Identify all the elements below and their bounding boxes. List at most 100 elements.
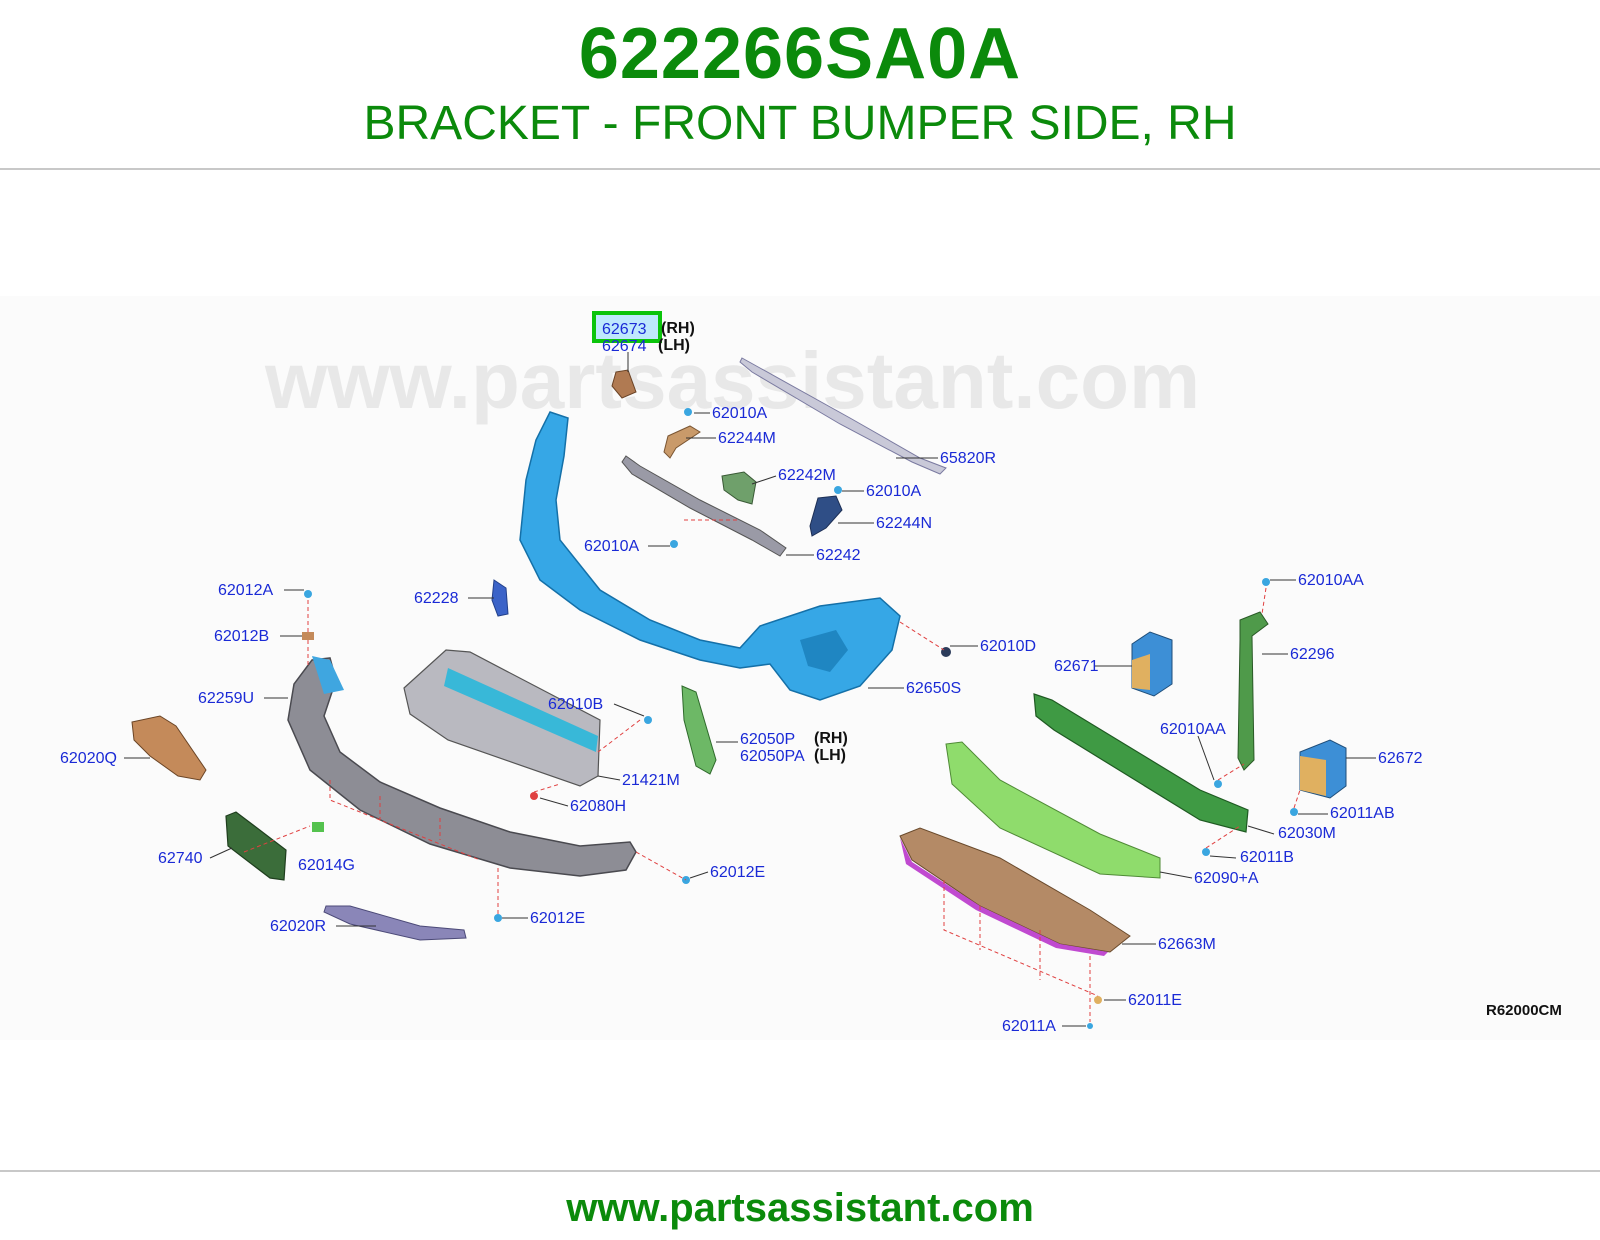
rail-62242-shape <box>621 455 787 557</box>
bracket-62242m-shape <box>721 471 757 505</box>
clip-62010a-3 <box>670 540 678 548</box>
bracket-62671-face <box>1132 654 1150 690</box>
part-description: BRACKET - FRONT BUMPER SIDE, RH <box>363 97 1237 150</box>
parts-diagram: www.partsassistant.com <box>0 296 1600 1040</box>
assembly-line-5 <box>243 825 311 853</box>
part-62228-shape <box>491 579 509 617</box>
callout-62012e-1[interactable]: 62012E <box>710 864 765 881</box>
callout-62010a-1[interactable]: 62010A <box>712 405 767 422</box>
callout-62050p[interactable]: 62050P <box>740 731 795 748</box>
callout-62010aa-2[interactable]: 62010AA <box>1160 721 1226 738</box>
under-cover-62663m-shape <box>899 827 1131 953</box>
callout-62011a[interactable]: 62011A <box>1002 1018 1056 1035</box>
callout-62030m[interactable]: 62030M <box>1278 825 1336 842</box>
assembly-line-2 <box>533 719 641 793</box>
reference-code: R62000CM <box>1486 1002 1562 1019</box>
parts-diagram-svg: www.partsassistant.com <box>60 311 1562 1035</box>
clip-62080h <box>530 792 538 800</box>
clip-62010b <box>644 716 652 724</box>
bracket-62673-shape <box>611 369 637 399</box>
bracket-62672-face <box>1300 756 1326 796</box>
watermark: www.partsassistant.com <box>264 336 1200 425</box>
callout-62674[interactable]: 62674 <box>602 338 647 355</box>
callout-62012a[interactable]: 62012A <box>218 582 273 599</box>
callout-62242[interactable]: 62242 <box>816 547 861 564</box>
bracket-62244n-shape <box>809 495 843 537</box>
clip-62011e <box>1094 996 1102 1004</box>
clip-62010a-2 <box>834 486 842 494</box>
header-divider <box>0 168 1600 170</box>
callout-62010d[interactable]: 62010D <box>980 638 1036 655</box>
deflector-21421m-shape <box>403 649 601 787</box>
callout-62050p-side: (RH) <box>814 730 848 747</box>
clip-62011b <box>1202 848 1210 856</box>
footer-url[interactable]: www.partsassistant.com <box>566 1186 1034 1230</box>
callout-62671[interactable]: 62671 <box>1054 658 1099 675</box>
callout-62674-side: (LH) <box>658 337 690 354</box>
lower-bumper-tab <box>312 656 344 694</box>
callout-62296[interactable]: 62296 <box>1290 646 1335 663</box>
callout-62672[interactable]: 62672 <box>1378 750 1423 767</box>
callout-62011ab[interactable]: 62011AB <box>1330 805 1395 822</box>
assembly-line-3 <box>899 621 945 651</box>
callout-62259u[interactable]: 62259U <box>198 690 254 707</box>
bracket-62244m-shape <box>663 425 701 459</box>
callout-62010a-2[interactable]: 62010A <box>866 483 921 500</box>
callout-62673[interactable]: 62673 <box>602 321 647 338</box>
deflector-21421m-strip <box>444 668 598 752</box>
callout-62010a-3[interactable]: 62010A <box>584 538 639 555</box>
leader-lines <box>124 352 1376 1027</box>
beam-62030m-shape <box>1033 693 1249 833</box>
callout-21421m[interactable]: 21421M <box>622 772 680 789</box>
callout-62080h[interactable]: 62080H <box>570 798 626 815</box>
clip-62012a <box>304 590 312 598</box>
callout-62010b[interactable]: 62010B <box>548 696 603 713</box>
bracket-62296-shape <box>1237 611 1269 771</box>
callout-62663m[interactable]: 62663M <box>1158 936 1216 953</box>
assembly-line-8 <box>943 880 1099 1022</box>
callout-62740[interactable]: 62740 <box>158 850 203 867</box>
callout-62244m[interactable]: 62244M <box>718 430 776 447</box>
strip-62020r-shape <box>323 905 467 941</box>
callout-62650s[interactable]: 62650S <box>906 680 961 697</box>
bumper-cover-opening <box>800 630 848 672</box>
bracket-62020q-shape <box>131 715 207 781</box>
license-bracket-62740-shape <box>225 811 287 881</box>
callout-62012b[interactable]: 62012B <box>214 628 269 645</box>
callout-62011b[interactable]: 62011B <box>1240 849 1294 866</box>
clip-62014g <box>312 822 324 832</box>
assembly-line-4 <box>497 851 687 914</box>
highlight-box <box>592 311 662 343</box>
clip-62010a-1 <box>684 408 692 416</box>
callout-62050pa-side: (LH) <box>814 747 846 764</box>
callout-62012e-2[interactable]: 62012E <box>530 910 585 927</box>
callout-62014g[interactable]: 62014G <box>298 857 355 874</box>
clip-62011a <box>1087 1023 1093 1029</box>
absorber-62090a-shape <box>945 741 1161 879</box>
clip-62010aa-2 <box>1214 780 1222 788</box>
footer-divider <box>0 1170 1600 1172</box>
page-header: 622266SA0A BRACKET - FRONT BUMPER SIDE, … <box>0 0 1600 168</box>
callout-62244n[interactable]: 62244N <box>876 515 932 532</box>
callout-65820r[interactable]: 65820R <box>940 450 996 467</box>
assembly-line-9 <box>329 780 481 861</box>
callout-62050pa[interactable]: 62050PA <box>740 748 805 765</box>
callout-62011e[interactable]: 62011E <box>1128 992 1182 1009</box>
strip-65820r-shape <box>739 357 947 475</box>
assembly-line-6 <box>1217 587 1267 781</box>
part-number-title: 622266SA0A <box>578 14 1022 94</box>
assembly-line-7 <box>1205 789 1301 849</box>
clip-62011ab <box>1290 808 1298 816</box>
clip-62010aa-1 <box>1262 578 1270 586</box>
callout-62010aa-1[interactable]: 62010AA <box>1298 572 1364 589</box>
clip-62012b <box>302 632 314 640</box>
vent-62050p-shape <box>681 685 717 775</box>
bumper-cover-62650s-shape <box>519 411 901 701</box>
callout-62020q[interactable]: 62020Q <box>60 750 117 767</box>
callout-62228[interactable]: 62228 <box>414 590 459 607</box>
callout-62020r[interactable]: 62020R <box>270 918 326 935</box>
clip-62012e-2 <box>494 914 502 922</box>
callout-62242m[interactable]: 62242M <box>778 467 836 484</box>
callout-62673-side: (RH) <box>661 320 695 337</box>
callout-62090a[interactable]: 62090+A <box>1194 870 1259 887</box>
